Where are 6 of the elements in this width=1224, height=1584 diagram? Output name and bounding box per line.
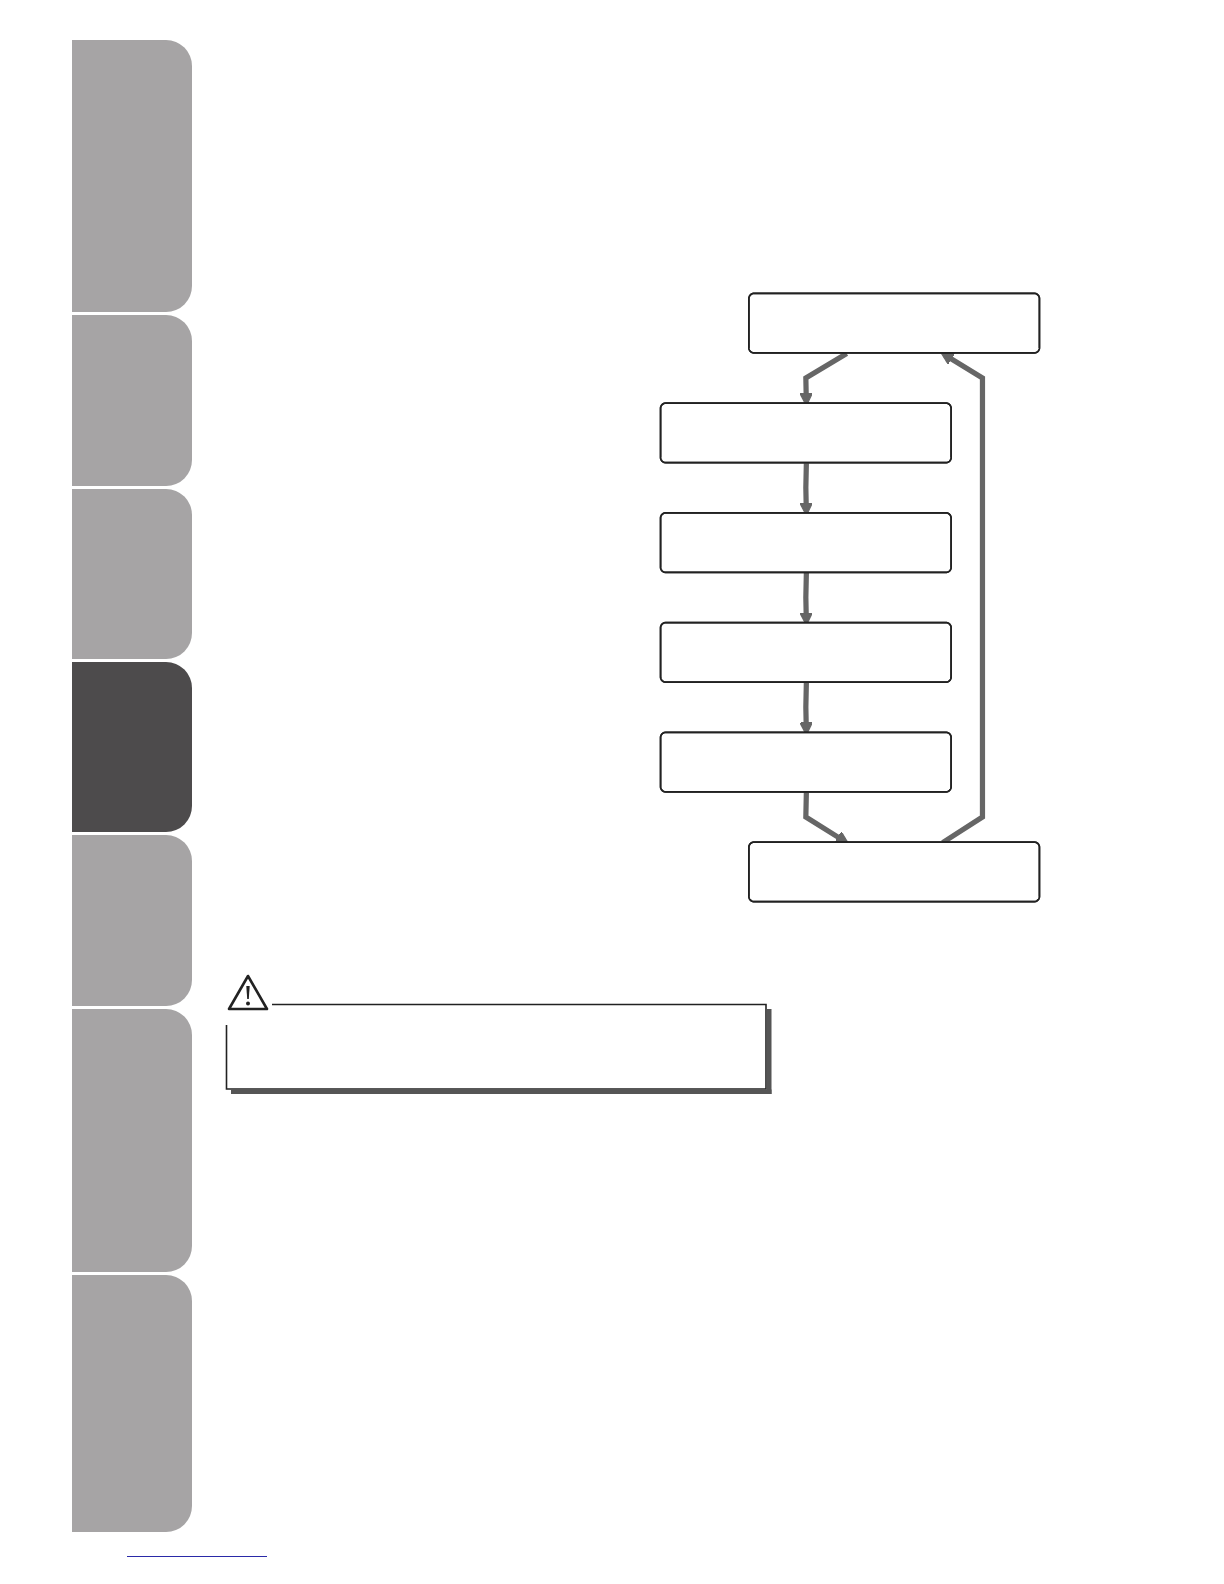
process-box [748, 292, 1041, 354]
process-box [659, 512, 952, 574]
process-box [659, 731, 952, 793]
process-box [659, 621, 952, 683]
process-box [659, 402, 952, 464]
process-box [748, 841, 1041, 903]
